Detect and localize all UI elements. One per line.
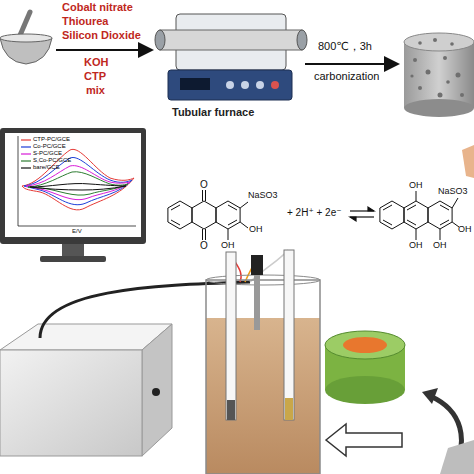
label: E/V xyxy=(72,228,82,235)
electrochemical-cell xyxy=(206,250,320,474)
label: NaSO3 xyxy=(248,190,278,200)
label: CTP xyxy=(84,70,106,83)
process-arrow xyxy=(305,63,398,65)
label: OH xyxy=(221,240,235,250)
legend-entry: CTP-PC/GCE xyxy=(21,136,70,143)
label: NaSO3 xyxy=(438,186,468,196)
label: OH xyxy=(458,224,472,234)
potentiostat xyxy=(0,324,172,456)
label: mix xyxy=(86,84,105,97)
label: Cobalt nitrate xyxy=(62,1,133,14)
legend-entry: S,Co-PC/GCE xyxy=(21,157,71,164)
working-electrode xyxy=(325,331,405,404)
equilibrium-arrows xyxy=(350,207,374,221)
label: Tubular furnace xyxy=(172,106,254,119)
legend-entry: S-PC/GCE xyxy=(21,150,62,157)
legend-text: S,Co-PC/GCE xyxy=(33,157,71,164)
legend-text: Co-PC/GCE xyxy=(33,143,66,150)
legend-line xyxy=(21,152,31,156)
process-arrow xyxy=(56,49,152,51)
legend-text: CTP-PC/GCE xyxy=(33,136,70,143)
label: 800℃，3h xyxy=(318,40,372,53)
chemical-structure xyxy=(168,190,459,240)
label: KOH xyxy=(84,56,108,69)
label: Silicon Dioxide xyxy=(62,29,141,42)
label: carbonization xyxy=(314,70,379,83)
legend-entry: bare/GCE xyxy=(21,164,60,171)
curved-arrow-head xyxy=(422,388,438,404)
legend-text: bare/GCE xyxy=(33,164,60,171)
label: Thiourea xyxy=(62,15,108,28)
legend-entry: Co-PC/GCE xyxy=(21,143,66,150)
label: + 2H⁺ + 2e⁻ xyxy=(287,207,341,219)
computer-monitor xyxy=(0,128,146,262)
fragment xyxy=(440,440,474,474)
label: OH xyxy=(409,240,423,250)
label: OH xyxy=(249,224,263,234)
fragment xyxy=(462,145,474,178)
porous-carbon xyxy=(404,33,474,117)
label: O xyxy=(200,240,208,252)
label: OH xyxy=(433,240,447,250)
legend-line xyxy=(21,138,31,142)
label: O xyxy=(200,179,208,191)
legend-line xyxy=(21,166,31,170)
label: OH xyxy=(409,180,423,190)
process-arrow xyxy=(326,424,402,456)
mortar xyxy=(0,12,52,64)
legend-text: S-PC/GCE xyxy=(33,150,62,157)
legend-line xyxy=(21,145,31,149)
tubular-furnace xyxy=(155,14,307,100)
legend-line xyxy=(21,159,31,163)
